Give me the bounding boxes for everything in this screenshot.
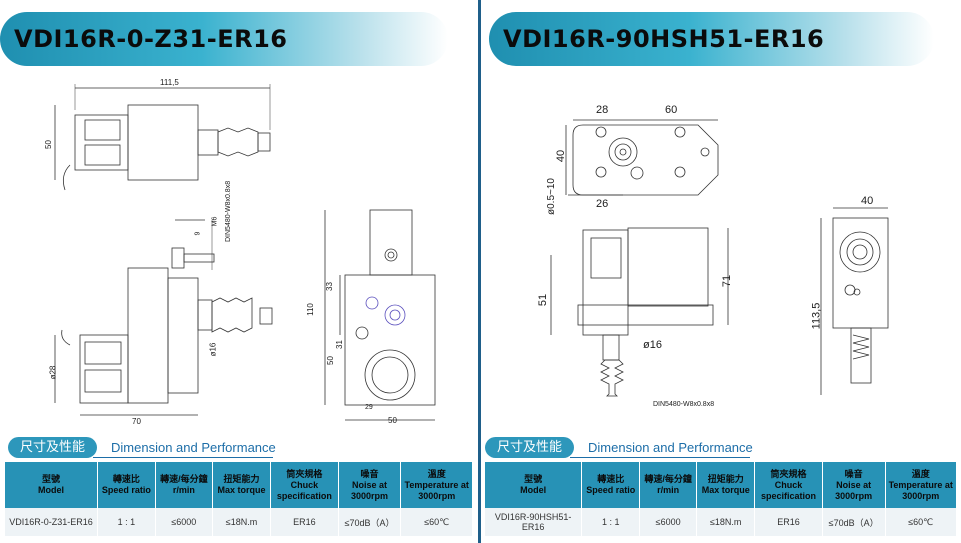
left-technical-drawing <box>54 84 436 421</box>
dim-phi9: 9 <box>194 231 202 236</box>
table-cell: ≤60℃ <box>885 508 958 536</box>
table-cell: ER16 <box>270 508 339 536</box>
right-product-title: VDI16R-90HSH51-ER16 <box>503 25 825 53</box>
dim-m6: M6 <box>211 216 219 227</box>
right-technical-drawing <box>550 119 889 397</box>
dim-w40: 40 <box>861 195 874 207</box>
side-body <box>127 267 169 404</box>
right-section-english: Dimension and Performance <box>588 439 753 455</box>
dim-din-left: DIN5480-W8x0.8x8 <box>225 180 232 242</box>
dim-top-width: 111,5 <box>160 78 179 87</box>
table-cell: 1 : 1 <box>97 508 156 536</box>
right-section-line <box>570 457 750 458</box>
dim-w70: 70 <box>132 417 141 426</box>
left-product-panel: VDI16R-0-Z31-ER16 <box>0 0 478 543</box>
dim-w26: 26 <box>596 198 609 210</box>
left-section-english: Dimension and Performance <box>111 439 276 455</box>
right-section-header: 尺寸及性能 Dimension and Performance <box>485 436 961 458</box>
table-cell: VDI16R-0-Z31-ER16 <box>5 508 98 536</box>
right-section-badge: 尺寸及性能 <box>485 436 575 458</box>
dim-d16-left: ø16 <box>208 342 218 357</box>
table-cell: ≤6000 <box>155 508 213 536</box>
dim-phi-range: ø0.5~10 <box>546 178 557 215</box>
dim-din-right: DIN5480-W8x0.8x8 <box>653 401 715 408</box>
dim-w50: 50 <box>388 416 397 425</box>
left-table-row: VDI16R-0-Z31-ER16 1 : 1 ≤6000 ≤18N.m ER1… <box>5 508 473 536</box>
right-product-panel: VDI16R-90HSH51-ER16 <box>483 0 961 543</box>
top-body <box>127 104 199 181</box>
right-title-bar: VDI16R-90HSH51-ER16 <box>489 12 934 66</box>
table-cell: ≤6000 <box>639 508 698 536</box>
dim-height-50: 50 <box>43 140 53 149</box>
dim-d16-right: ø16 <box>643 339 662 351</box>
dim-h33: 33 <box>324 282 334 291</box>
dim-h50b: 50 <box>325 356 335 365</box>
table-cell: ≤60℃ <box>400 508 473 536</box>
dim-h110: 110 <box>305 303 315 316</box>
left-section-badge: 尺寸及性能 <box>8 436 98 458</box>
table-cell: ≤70dB（A） <box>338 508 402 536</box>
table-cell: VDI16R-90HSH51-ER16 <box>485 508 583 536</box>
right-table-row: VDI16R-90HSH51-ER16 1 : 1 ≤6000 ≤18N.m E… <box>485 508 958 536</box>
left-title-bar: VDI16R-0-Z31-ER16 <box>0 12 448 66</box>
table-cell: ≤70dB（A） <box>822 508 886 536</box>
table-cell: 1 : 1 <box>581 508 641 536</box>
top-clamp-nut <box>74 114 129 171</box>
dim-w29: 29 <box>365 404 373 411</box>
dim-w28: 28 <box>596 104 609 116</box>
table-cell: ER16 <box>754 508 823 536</box>
rt-top-body <box>572 124 719 196</box>
front-body <box>344 274 436 406</box>
table-cell: ≤18N.m <box>696 508 756 536</box>
dim-h113: 113,5 <box>810 302 823 330</box>
left-product-title: VDI16R-0-Z31-ER16 <box>14 25 288 53</box>
dim-h51: 51 <box>537 293 550 307</box>
dim-w60: 60 <box>665 104 678 116</box>
panel-divider <box>478 0 481 543</box>
dim-h40: 40 <box>555 149 568 163</box>
dim-d28: ø28 <box>48 365 58 380</box>
table-cell: ≤18N.m <box>212 508 272 536</box>
dim-h71: 71 <box>721 274 734 288</box>
dim-h31: 31 <box>334 340 344 349</box>
left-section-line <box>93 457 273 458</box>
rt-end-body <box>832 217 889 329</box>
left-section-header: 尺寸及性能 Dimension and Performance <box>8 436 478 458</box>
